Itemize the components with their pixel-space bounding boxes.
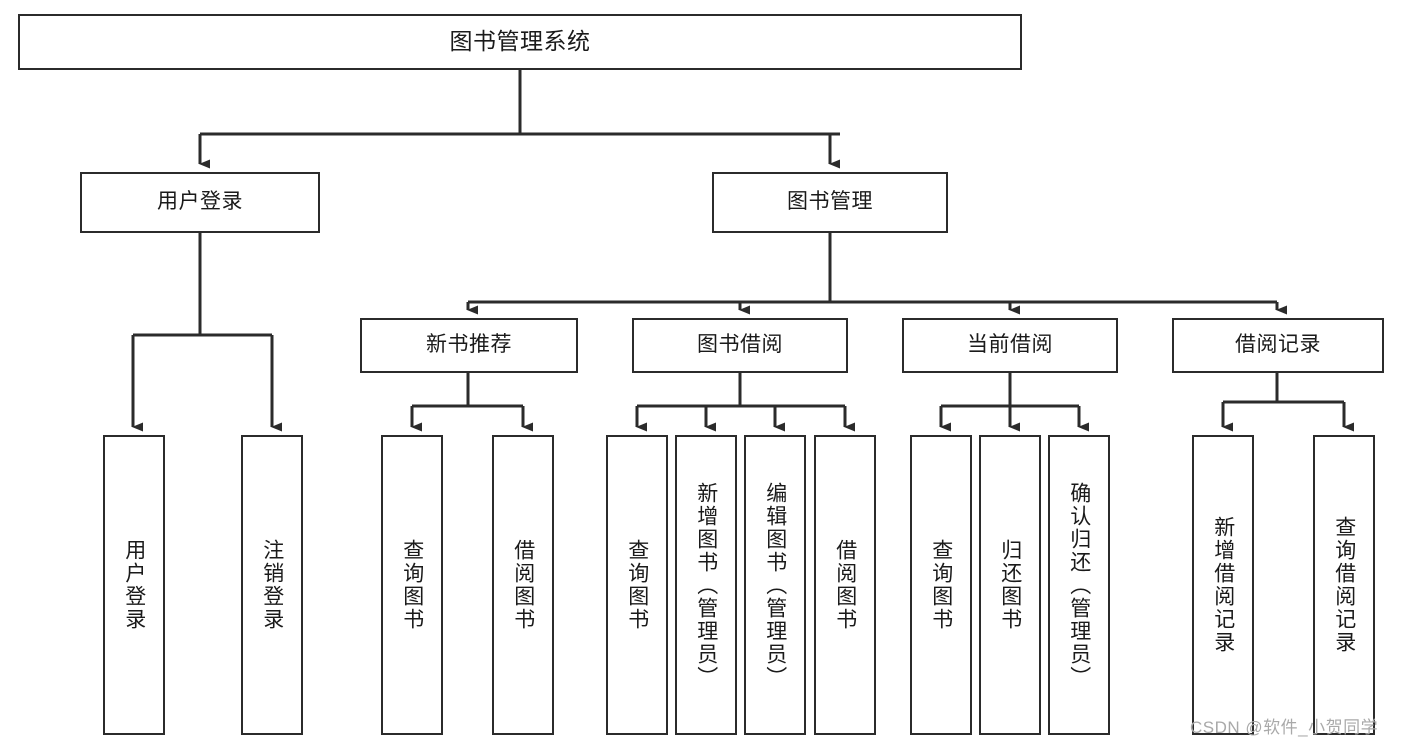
node-leaf-query-book-2-label: 查询图书 xyxy=(625,539,649,631)
node-leaf-edit-book[interactable]: 编辑图书（管理员） xyxy=(744,435,806,735)
node-leaf-query-record-label: 查询借阅记录 xyxy=(1332,516,1356,654)
node-leaf-borrow-book-1[interactable]: 借阅图书 xyxy=(492,435,554,735)
node-current-borrow-label: 当前借阅 xyxy=(967,333,1053,357)
node-book-borrow-label: 图书借阅 xyxy=(697,333,783,357)
node-borrow-record-label: 借阅记录 xyxy=(1235,333,1321,357)
csdn-watermark: CSDN @软件_小贺同学 xyxy=(1190,718,1379,737)
node-user-login-label: 用户登录 xyxy=(157,190,243,214)
node-leaf-return-book[interactable]: 归还图书 xyxy=(979,435,1041,735)
node-leaf-logout[interactable]: 注销登录 xyxy=(241,435,303,735)
node-current-borrow[interactable]: 当前借阅 xyxy=(902,318,1118,373)
node-leaf-query-record[interactable]: 查询借阅记录 xyxy=(1313,435,1375,735)
node-leaf-return-book-label: 归还图书 xyxy=(998,539,1022,631)
node-borrow-record[interactable]: 借阅记录 xyxy=(1172,318,1384,373)
node-leaf-add-record-label: 新增借阅记录 xyxy=(1211,516,1235,654)
node-root[interactable]: 图书管理系统 xyxy=(18,14,1022,70)
node-leaf-query-book-3-label: 查询图书 xyxy=(929,539,953,631)
node-book-borrow[interactable]: 图书借阅 xyxy=(632,318,848,373)
node-user-login[interactable]: 用户登录 xyxy=(80,172,320,233)
node-leaf-add-book-label: 新增图书（管理员） xyxy=(694,481,718,689)
node-new-book-rec-label: 新书推荐 xyxy=(426,333,512,357)
node-leaf-confirm-return[interactable]: 确认归还（管理员） xyxy=(1048,435,1110,735)
node-book-manage-label: 图书管理 xyxy=(787,190,873,214)
node-leaf-query-book-1-label: 查询图书 xyxy=(400,539,424,631)
node-leaf-query-book-1[interactable]: 查询图书 xyxy=(381,435,443,735)
node-leaf-logout-label: 注销登录 xyxy=(260,539,284,631)
node-leaf-borrow-book-2-label: 借阅图书 xyxy=(833,539,857,631)
node-leaf-borrow-book-1-label: 借阅图书 xyxy=(511,539,535,631)
node-leaf-add-book[interactable]: 新增图书（管理员） xyxy=(675,435,737,735)
node-leaf-confirm-return-label: 确认归还（管理员） xyxy=(1067,481,1091,689)
node-new-book-rec[interactable]: 新书推荐 xyxy=(360,318,578,373)
node-leaf-query-book-2[interactable]: 查询图书 xyxy=(606,435,668,735)
node-leaf-user-login-label: 用户登录 xyxy=(122,539,146,631)
node-leaf-query-book-3[interactable]: 查询图书 xyxy=(910,435,972,735)
node-leaf-add-record[interactable]: 新增借阅记录 xyxy=(1192,435,1254,735)
node-leaf-edit-book-label: 编辑图书（管理员） xyxy=(763,481,787,689)
node-leaf-user-login[interactable]: 用户登录 xyxy=(103,435,165,735)
node-leaf-borrow-book-2[interactable]: 借阅图书 xyxy=(814,435,876,735)
node-book-manage[interactable]: 图书管理 xyxy=(712,172,948,233)
node-root-label: 图书管理系统 xyxy=(449,28,591,55)
